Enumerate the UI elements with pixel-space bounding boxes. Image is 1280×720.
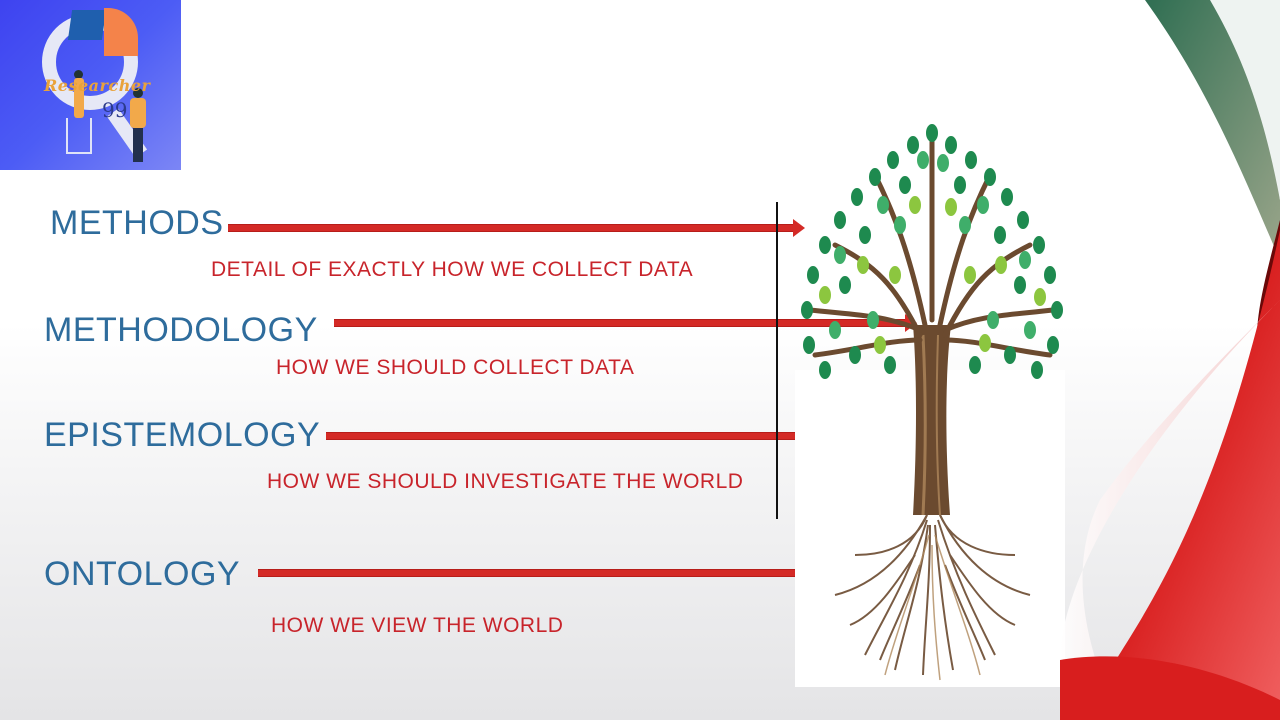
logo-brand-text: Researcher (44, 76, 151, 95)
desc-epistemology: HOW WE SHOULD INVESTIGATE THE WORLD (267, 470, 744, 493)
term-methodology: METHODOLOGY (44, 311, 318, 349)
term-ontology: ONTOLOGY (44, 555, 241, 593)
decorative-swoosh (1060, 0, 1280, 720)
desc-methodology: HOW WE SHOULD COLLECT DATA (276, 356, 635, 379)
desc-ontology: HOW WE VIEW THE WORLD (271, 614, 564, 637)
person-icon (74, 70, 83, 79)
person-legs (133, 128, 143, 162)
tree-illustration (795, 115, 1065, 687)
term-methods: METHODS (50, 204, 224, 242)
person-icon (133, 88, 143, 98)
desc-methods: DETAIL OF EXACTLY HOW WE COLLECT DATA (211, 258, 694, 281)
chart-segment-orange (104, 8, 138, 56)
person-body (130, 98, 146, 128)
logo-number: 99 (102, 98, 128, 122)
arrow-ontology-to-roots (258, 564, 839, 582)
chart-segment-blue (67, 10, 107, 40)
tree-icon (801, 124, 1063, 681)
person-body (74, 78, 84, 118)
ladder-icon (66, 118, 92, 154)
term-epistemology: EPISTEMOLOGY (44, 416, 321, 454)
researcher99-logo: Researcher 99 (0, 0, 181, 170)
vertical-divider (776, 202, 778, 519)
arrow-methods-to-leaves (228, 219, 805, 237)
